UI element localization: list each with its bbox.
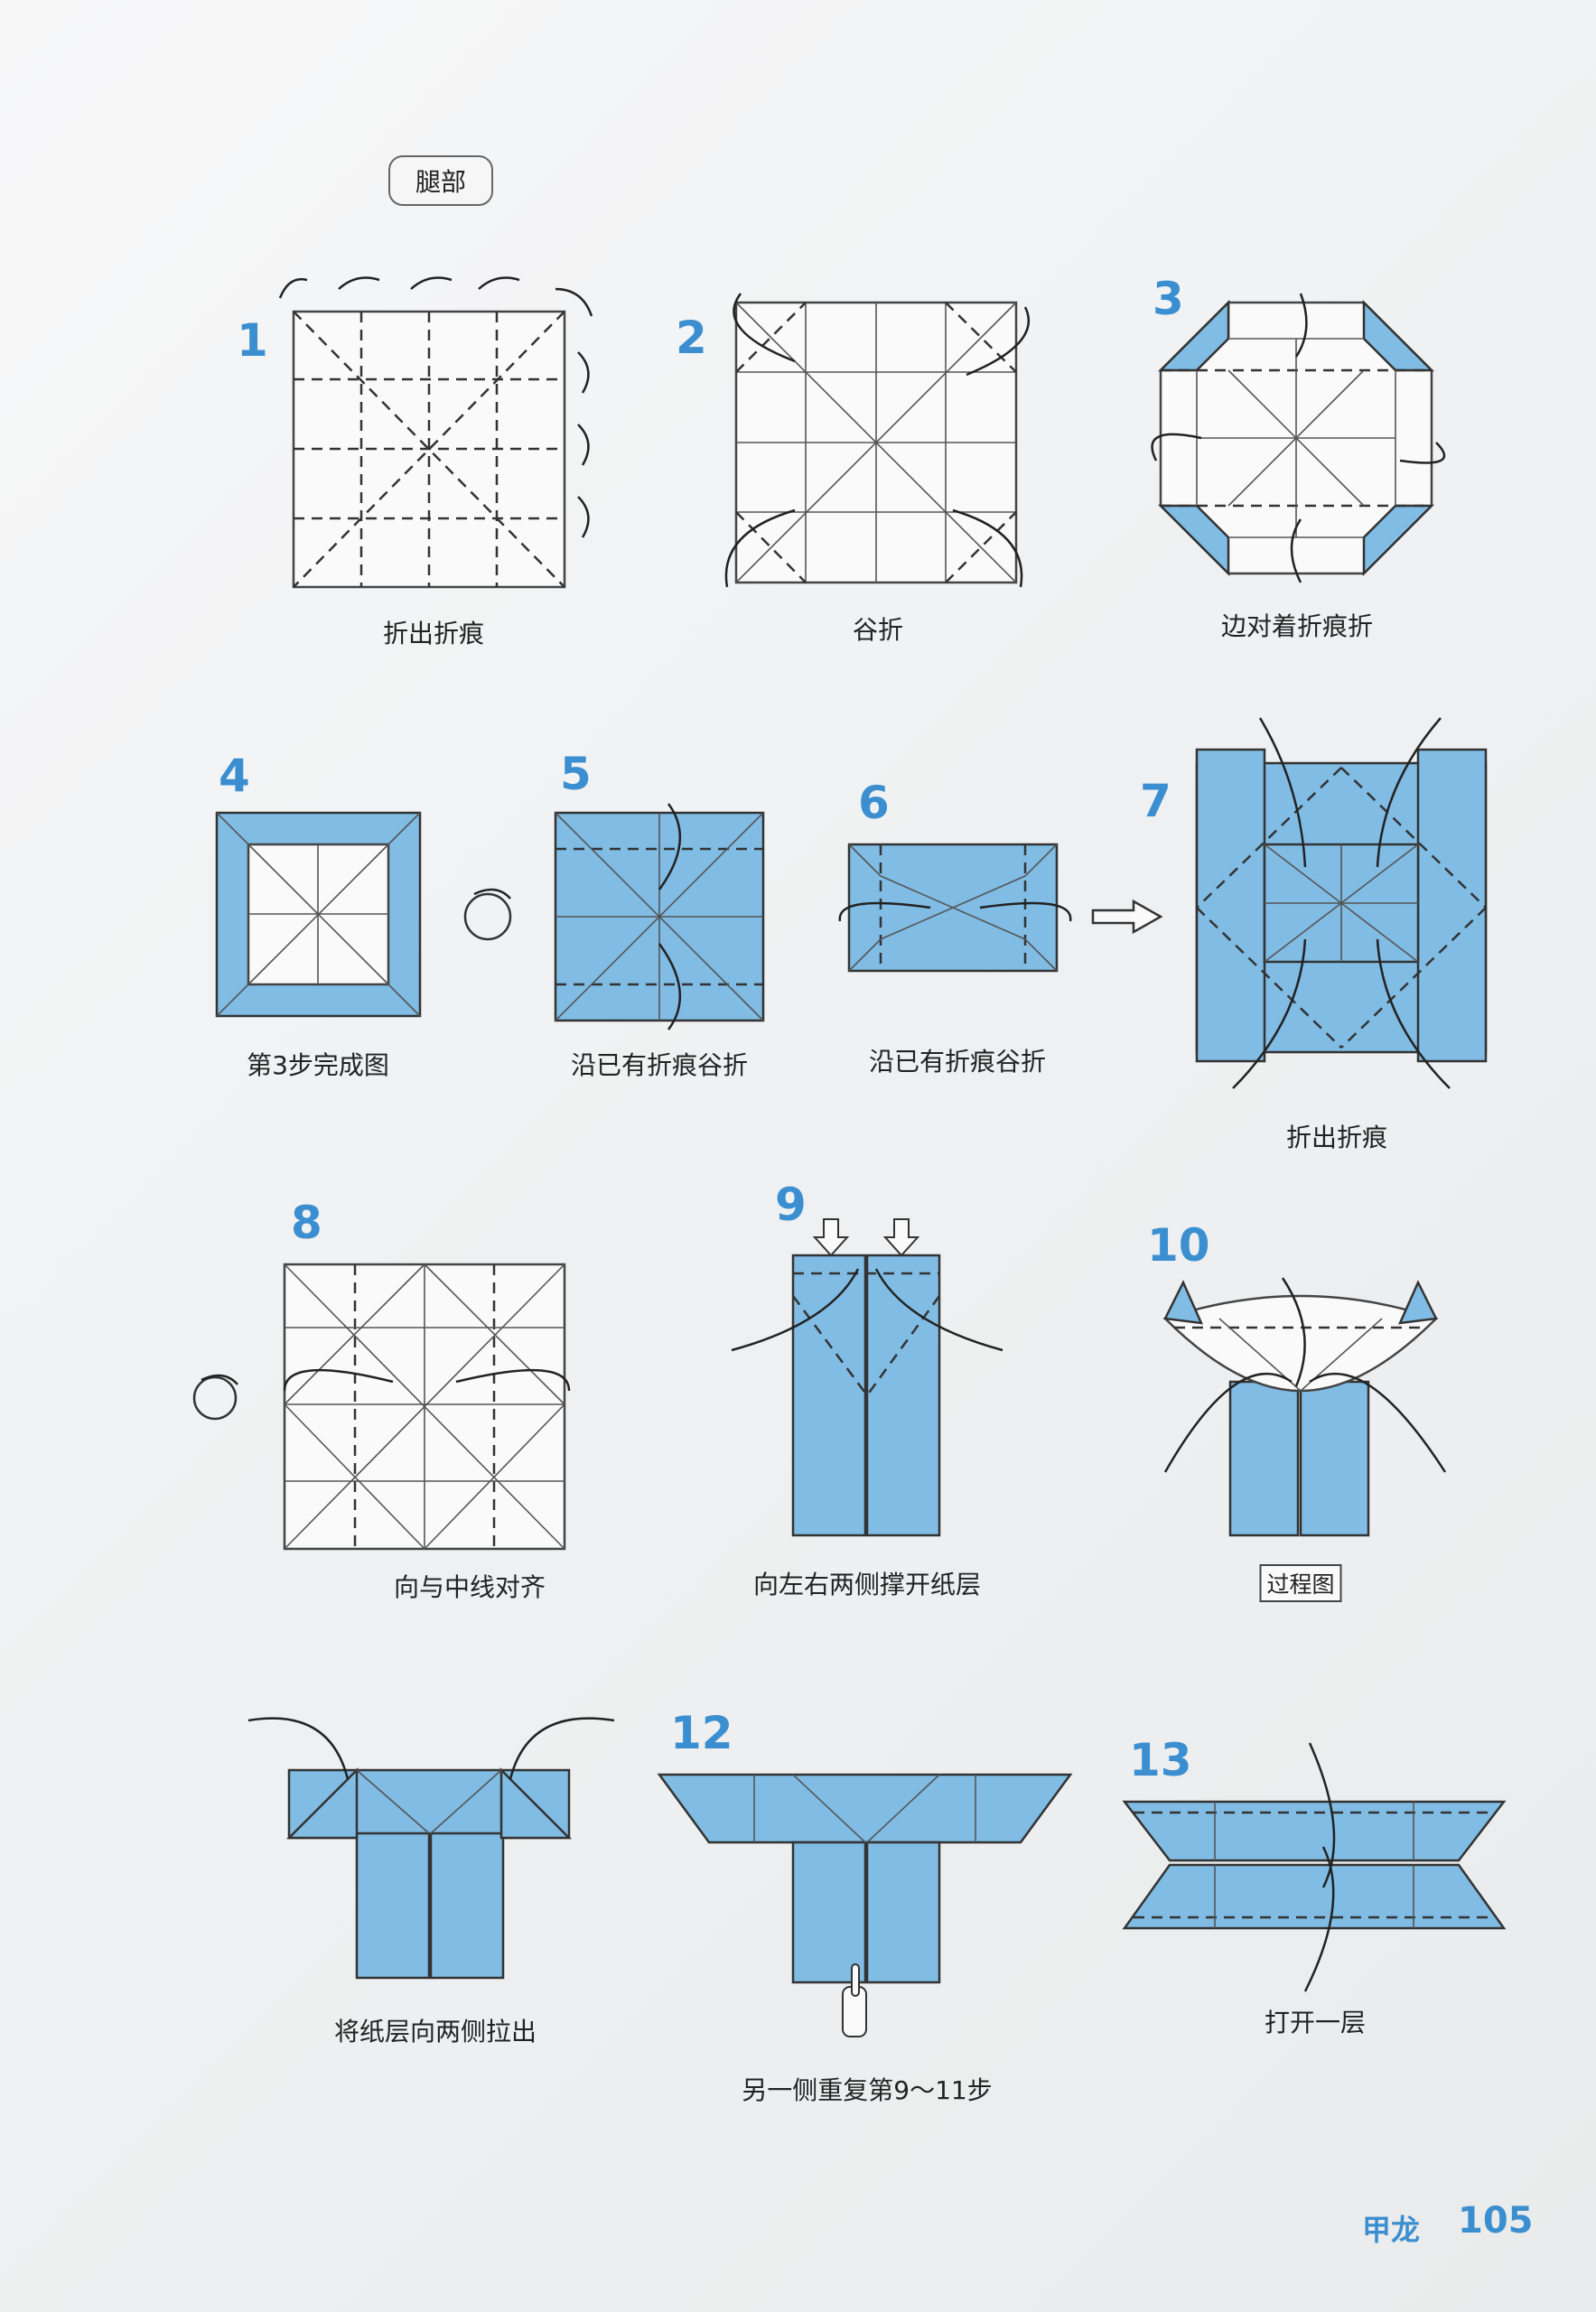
footer-title: 甲龙 (1362, 2213, 1421, 2247)
step-2-caption: 谷折 (852, 615, 904, 645)
step-13-number: 13 (1129, 1734, 1192, 1786)
step-1-number: 1 (237, 314, 268, 367)
step-12-number: 12 (670, 1707, 733, 1759)
step-4-diagram (215, 811, 422, 1018)
step-8-number: 8 (291, 1197, 322, 1249)
step-7-diagram (1195, 717, 1488, 1089)
step-11-caption: 将纸层向两侧拉出 (333, 2017, 537, 2046)
step-6-number: 6 (858, 777, 890, 829)
step-8-diagram (192, 1263, 571, 1551)
step-13-diagram (1122, 1742, 1507, 1992)
step-7-number: 7 (1140, 775, 1171, 827)
step-7-caption: 折出折痕 (1285, 1123, 1388, 1152)
page-number: 105 (1458, 2200, 1534, 2242)
turn-over-icon (463, 888, 512, 941)
step-5-diagram (554, 803, 765, 1030)
step-5-number: 5 (560, 748, 592, 800)
step-10-diagram (1162, 1277, 1447, 1537)
next-arrow-icon (1091, 899, 1163, 935)
step-10-caption: 过程图 (1259, 1564, 1342, 1602)
step-8-caption: 向与中线对齐 (393, 1572, 546, 1602)
step-1-caption: 折出折痕 (382, 619, 485, 648)
step-3-diagram (1151, 293, 1446, 583)
step-2-diagram (724, 293, 1030, 588)
step-10-number: 10 (1147, 1219, 1210, 1272)
step-6-caption: 沿已有折痕谷折 (868, 1047, 1047, 1077)
step-2-number: 2 (676, 312, 707, 364)
step-9-number: 9 (775, 1179, 807, 1231)
step-4-number: 4 (219, 750, 250, 802)
step-3-caption: 边对着折痕折 (1220, 611, 1374, 641)
step-6-diagram (838, 843, 1072, 973)
step-12-caption: 另一侧重复第9～11步 (742, 2075, 993, 2105)
step-3-number: 3 (1153, 273, 1184, 325)
section-label: 腿部 (388, 155, 493, 206)
step-4-caption: 第3步完成图 (247, 1050, 389, 1080)
step-11-diagram (247, 1717, 615, 1980)
step-12-diagram (657, 1773, 1073, 2037)
step-1-diagram (278, 276, 593, 589)
step-13-caption: 打开一层 (1264, 2008, 1367, 2037)
step-5-caption: 沿已有折痕谷折 (570, 1050, 749, 1080)
step-9-diagram (731, 1218, 1003, 1537)
step-9-caption: 向左右两侧撑开纸层 (752, 1570, 982, 1599)
